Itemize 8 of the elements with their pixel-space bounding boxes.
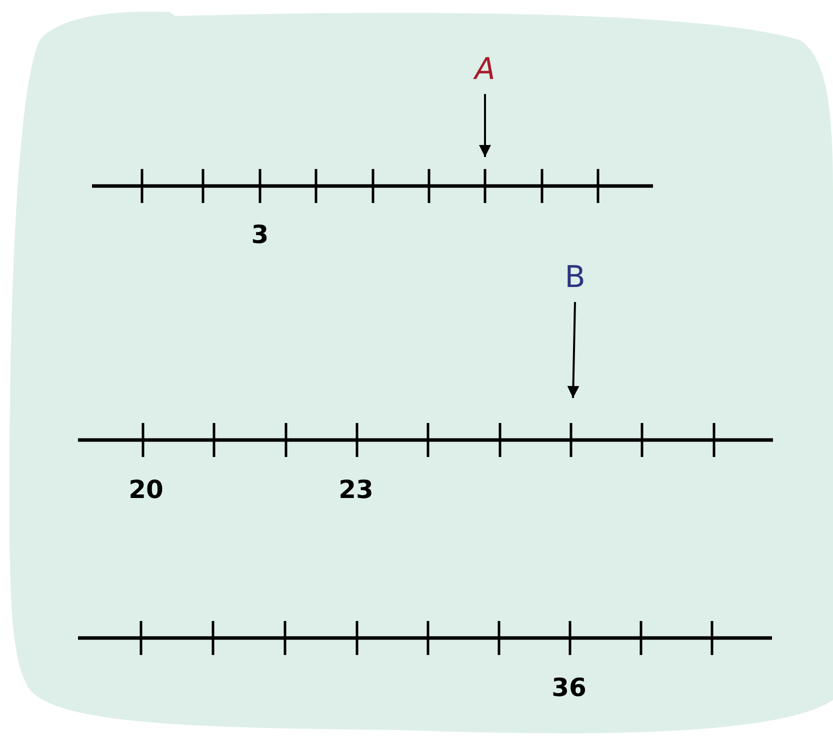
point-letter: B	[557, 260, 593, 294]
tick-number: 20	[128, 475, 164, 504]
point-letter: A	[467, 52, 503, 86]
arrow	[479, 94, 491, 157]
tick-number: 36	[552, 673, 586, 702]
tick-number: 3	[251, 220, 269, 249]
arrow	[567, 302, 580, 398]
tick-number: 23	[338, 475, 374, 504]
